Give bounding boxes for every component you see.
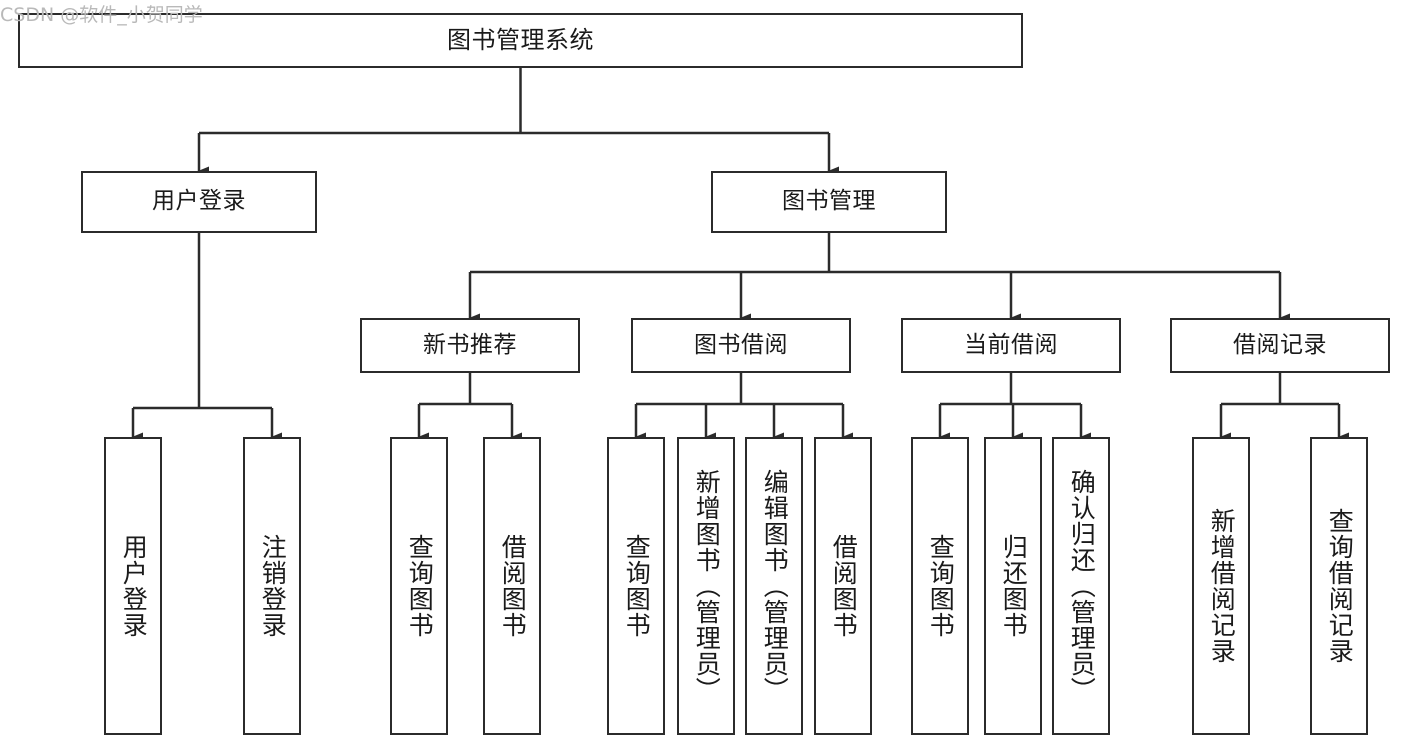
node-leaf-query-record[interactable]: 查询借阅记录	[1310, 437, 1368, 735]
node-leaf-query-book-2[interactable]: 查询图书	[607, 437, 665, 735]
node-label: 借阅记录	[1233, 331, 1327, 358]
node-label: 图书借阅	[694, 331, 788, 358]
node-leaf-borrow-book-2[interactable]: 借阅图书	[814, 437, 872, 735]
node-currentborrow[interactable]: 当前借阅	[901, 318, 1121, 373]
node-leaf-edit-book[interactable]: 编辑图书（管理员）	[745, 437, 803, 735]
node-label: 借阅图书	[498, 534, 528, 638]
node-label: 图书管理	[782, 188, 876, 215]
node-root[interactable]: 图书管理系统	[18, 13, 1023, 68]
node-label: 当前借阅	[964, 331, 1058, 358]
node-bookmgmt[interactable]: 图书管理	[711, 171, 947, 233]
node-newbook[interactable]: 新书推荐	[360, 318, 580, 373]
node-label: 用户登录	[119, 534, 149, 638]
node-label: 图书管理系统	[447, 26, 594, 55]
edge-group	[131, 68, 1349, 442]
node-login[interactable]: 用户登录	[81, 171, 317, 233]
node-label: 注销登录	[258, 534, 288, 638]
node-leaf-return-book[interactable]: 归还图书	[984, 437, 1042, 735]
node-label: 归还图书	[999, 534, 1029, 638]
node-label: 查询借阅记录	[1325, 508, 1355, 664]
node-leaf-query-book-3[interactable]: 查询图书	[911, 437, 969, 735]
node-leaf-confirm-return[interactable]: 确认归还（管理员）	[1052, 437, 1110, 735]
node-leaf-add-book[interactable]: 新增图书（管理员）	[677, 437, 735, 735]
node-label: 编辑图书（管理员）	[760, 469, 790, 703]
node-borrowrecord[interactable]: 借阅记录	[1170, 318, 1390, 373]
node-label: 查询图书	[622, 534, 652, 638]
node-label: 查询图书	[926, 534, 956, 638]
node-leaf-user-login[interactable]: 用户登录	[104, 437, 162, 735]
node-label: 借阅图书	[829, 534, 859, 638]
node-label: 确认归还（管理员）	[1067, 469, 1097, 703]
node-label: 新书推荐	[423, 331, 517, 358]
node-label: 查询图书	[405, 534, 435, 638]
node-leaf-query-book-1[interactable]: 查询图书	[390, 437, 448, 735]
node-borrowbook[interactable]: 图书借阅	[631, 318, 851, 373]
node-label: 新增借阅记录	[1207, 508, 1237, 664]
node-leaf-user-logout[interactable]: 注销登录	[243, 437, 301, 735]
node-leaf-borrow-book-1[interactable]: 借阅图书	[483, 437, 541, 735]
node-label: 用户登录	[152, 188, 246, 215]
node-label: 新增图书（管理员）	[692, 469, 722, 703]
node-leaf-add-record[interactable]: 新增借阅记录	[1192, 437, 1250, 735]
